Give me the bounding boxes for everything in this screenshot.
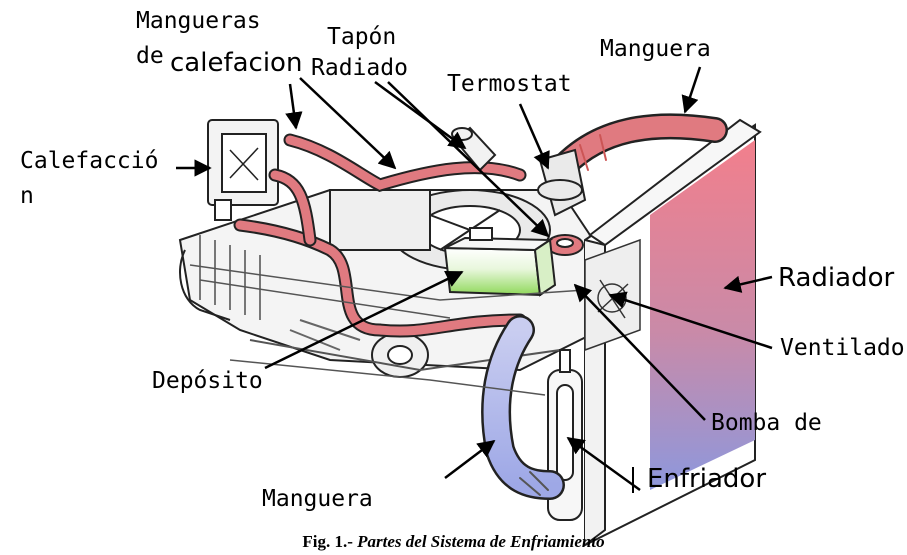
arrow-manguera-bottom bbox=[444, 439, 496, 479]
arrow-deposito bbox=[264, 270, 464, 370]
leader-arrows bbox=[176, 66, 773, 492]
label-calefacion: calefacion bbox=[170, 48, 303, 78]
thermostat-housing bbox=[537, 148, 587, 217]
label-manguera-bottom: Manguera bbox=[262, 486, 373, 512]
label-enfriador: Enfriador bbox=[647, 464, 767, 494]
radiator bbox=[584, 118, 762, 547]
arrow-enfriador bbox=[566, 436, 641, 492]
caption-text: Partes del Sistema de Enfriamiento bbox=[352, 532, 605, 551]
arrow-bomba bbox=[573, 283, 706, 421]
upper-radiator-hose bbox=[552, 113, 728, 178]
figure-caption: Fig. 1.- Partes del Sistema de Enfriamie… bbox=[0, 532, 907, 552]
coolant-tank bbox=[443, 227, 557, 297]
arrow-manguera-top bbox=[681, 66, 702, 114]
caption-prefix: Fig. 1.- bbox=[302, 532, 353, 551]
heater-hoses bbox=[233, 133, 527, 338]
label-ventilado: Ventilado bbox=[780, 335, 905, 361]
label-termostat: Termostat bbox=[447, 71, 572, 97]
arrow-tapon-1 bbox=[387, 81, 550, 238]
heater-core bbox=[207, 119, 279, 221]
label-mangueras: Mangueras bbox=[136, 8, 261, 34]
label-mangueras-de: de bbox=[136, 43, 164, 69]
arrow-calefacion bbox=[299, 77, 397, 170]
lower-radiator-hose bbox=[481, 315, 565, 500]
label-deposito: Depósito bbox=[152, 368, 263, 394]
label-radiador: Radiador bbox=[778, 263, 895, 293]
radiator-cap bbox=[546, 234, 584, 256]
arrow-ventilado bbox=[608, 291, 773, 350]
label-radiado: Radiado bbox=[311, 55, 408, 81]
arrow-radiador bbox=[723, 275, 773, 293]
arrow-mangueras bbox=[285, 83, 303, 130]
label-bomba: Bomba de bbox=[711, 410, 822, 436]
arrow-termostat bbox=[518, 103, 550, 170]
label-manguera-top: Manguera bbox=[600, 36, 711, 62]
label-tapon: Tapón bbox=[327, 24, 397, 50]
arrow-tapon-2 bbox=[374, 80, 467, 150]
label-calefaccion: Calefacció bbox=[20, 148, 159, 174]
label-calefaccion-n: n bbox=[20, 183, 34, 209]
misc-lines bbox=[189, 264, 586, 396]
